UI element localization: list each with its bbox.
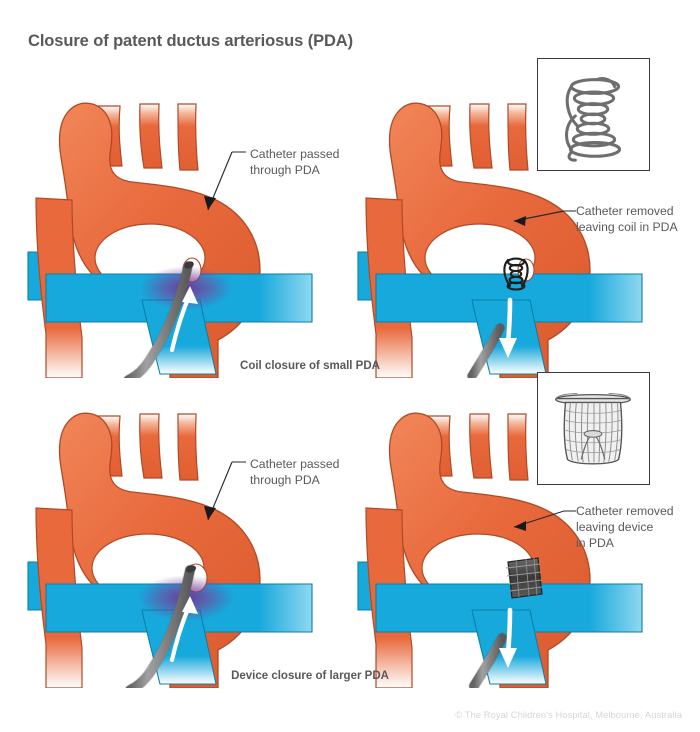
inset-coil-box [537, 58, 650, 171]
coil-occluder-diagram [565, 77, 622, 162]
annotation-line-1: Catheter removed [576, 204, 674, 218]
leader-line-catheter-removed-coil [513, 210, 576, 226]
catheter [123, 261, 193, 378]
annotation-catheter-passed-bottom: Catheter passed through PDA [250, 456, 339, 488]
left-carotid-artery [139, 413, 163, 479]
caption-coil-row: Coil closure of small PDA [240, 360, 380, 372]
flow-arrow-head [182, 596, 198, 614]
annotation-catheter-passed-top: Catheter passed through PDA [250, 146, 339, 178]
left-carotid-artery [139, 103, 163, 169]
annotation-line-1: Catheter removed [576, 504, 674, 518]
leader-line-catheter-passed-bottom [204, 461, 246, 521]
annotation-line-2: through PDA [250, 473, 320, 488]
left-subclavian-artery [177, 413, 199, 481]
annotation-line-3: in PDA [576, 536, 614, 551]
flow-arrow-shaft [505, 297, 513, 347]
leader-line-catheter-removed-device [513, 510, 576, 531]
coil-occluder [503, 257, 529, 291]
catheter [125, 565, 195, 688]
mesh-occluder-device-diagram [555, 393, 631, 465]
catheter-tip [185, 565, 197, 573]
annotation-line-2: leaving coil in PDA [576, 220, 678, 235]
main-pulmonary-trunk [141, 609, 217, 685]
annotation-line-1: Catheter passed [250, 457, 340, 471]
caption-device-row: Device closure of larger PDA [231, 670, 389, 682]
left-subclavian-artery [177, 103, 199, 171]
illustration-coil-after [357, 102, 643, 378]
flow-arrow-head [499, 648, 517, 668]
annotation-catheter-removed-device: Catheter removed leaving device in PDA [576, 503, 674, 551]
catheter-withdrawn [469, 633, 507, 688]
catheter-withdrawn-outline [468, 632, 508, 688]
left-subclavian-artery [507, 103, 529, 171]
page-title: Closure of patent ductus arteriosus (PDA… [28, 32, 354, 50]
main-pulmonary-trunk [141, 299, 217, 375]
illustration-device-after [357, 412, 643, 688]
flow-arrow-shaft [505, 607, 513, 657]
annotation-line-2: leaving device [576, 520, 654, 535]
occluder-device [505, 557, 543, 599]
catheter-outline [124, 564, 196, 688]
catheter-outline [123, 260, 194, 378]
annotation-line-1: Catheter passed [250, 147, 340, 161]
flow-arrow-head [499, 338, 517, 358]
left-carotid-artery [469, 103, 493, 169]
catheter-tip [184, 261, 194, 269]
catheter-withdrawn [467, 323, 505, 378]
left-carotid-artery [469, 413, 493, 479]
catheter-withdrawn-outline [466, 322, 506, 378]
annotation-line-2: through PDA [250, 163, 320, 178]
inset-device-box [537, 372, 650, 485]
illustration-device-before [27, 412, 313, 688]
copyright-notice: © The Royal Children's Hospital, Melbour… [455, 710, 682, 720]
annotation-catheter-removed-coil: Catheter removed leaving coil in PDA [576, 203, 678, 235]
illustration-coil-before [27, 102, 313, 378]
leader-line-catheter-passed-top [204, 151, 246, 211]
flow-arrow-head [182, 286, 198, 304]
left-subclavian-artery [507, 413, 529, 481]
